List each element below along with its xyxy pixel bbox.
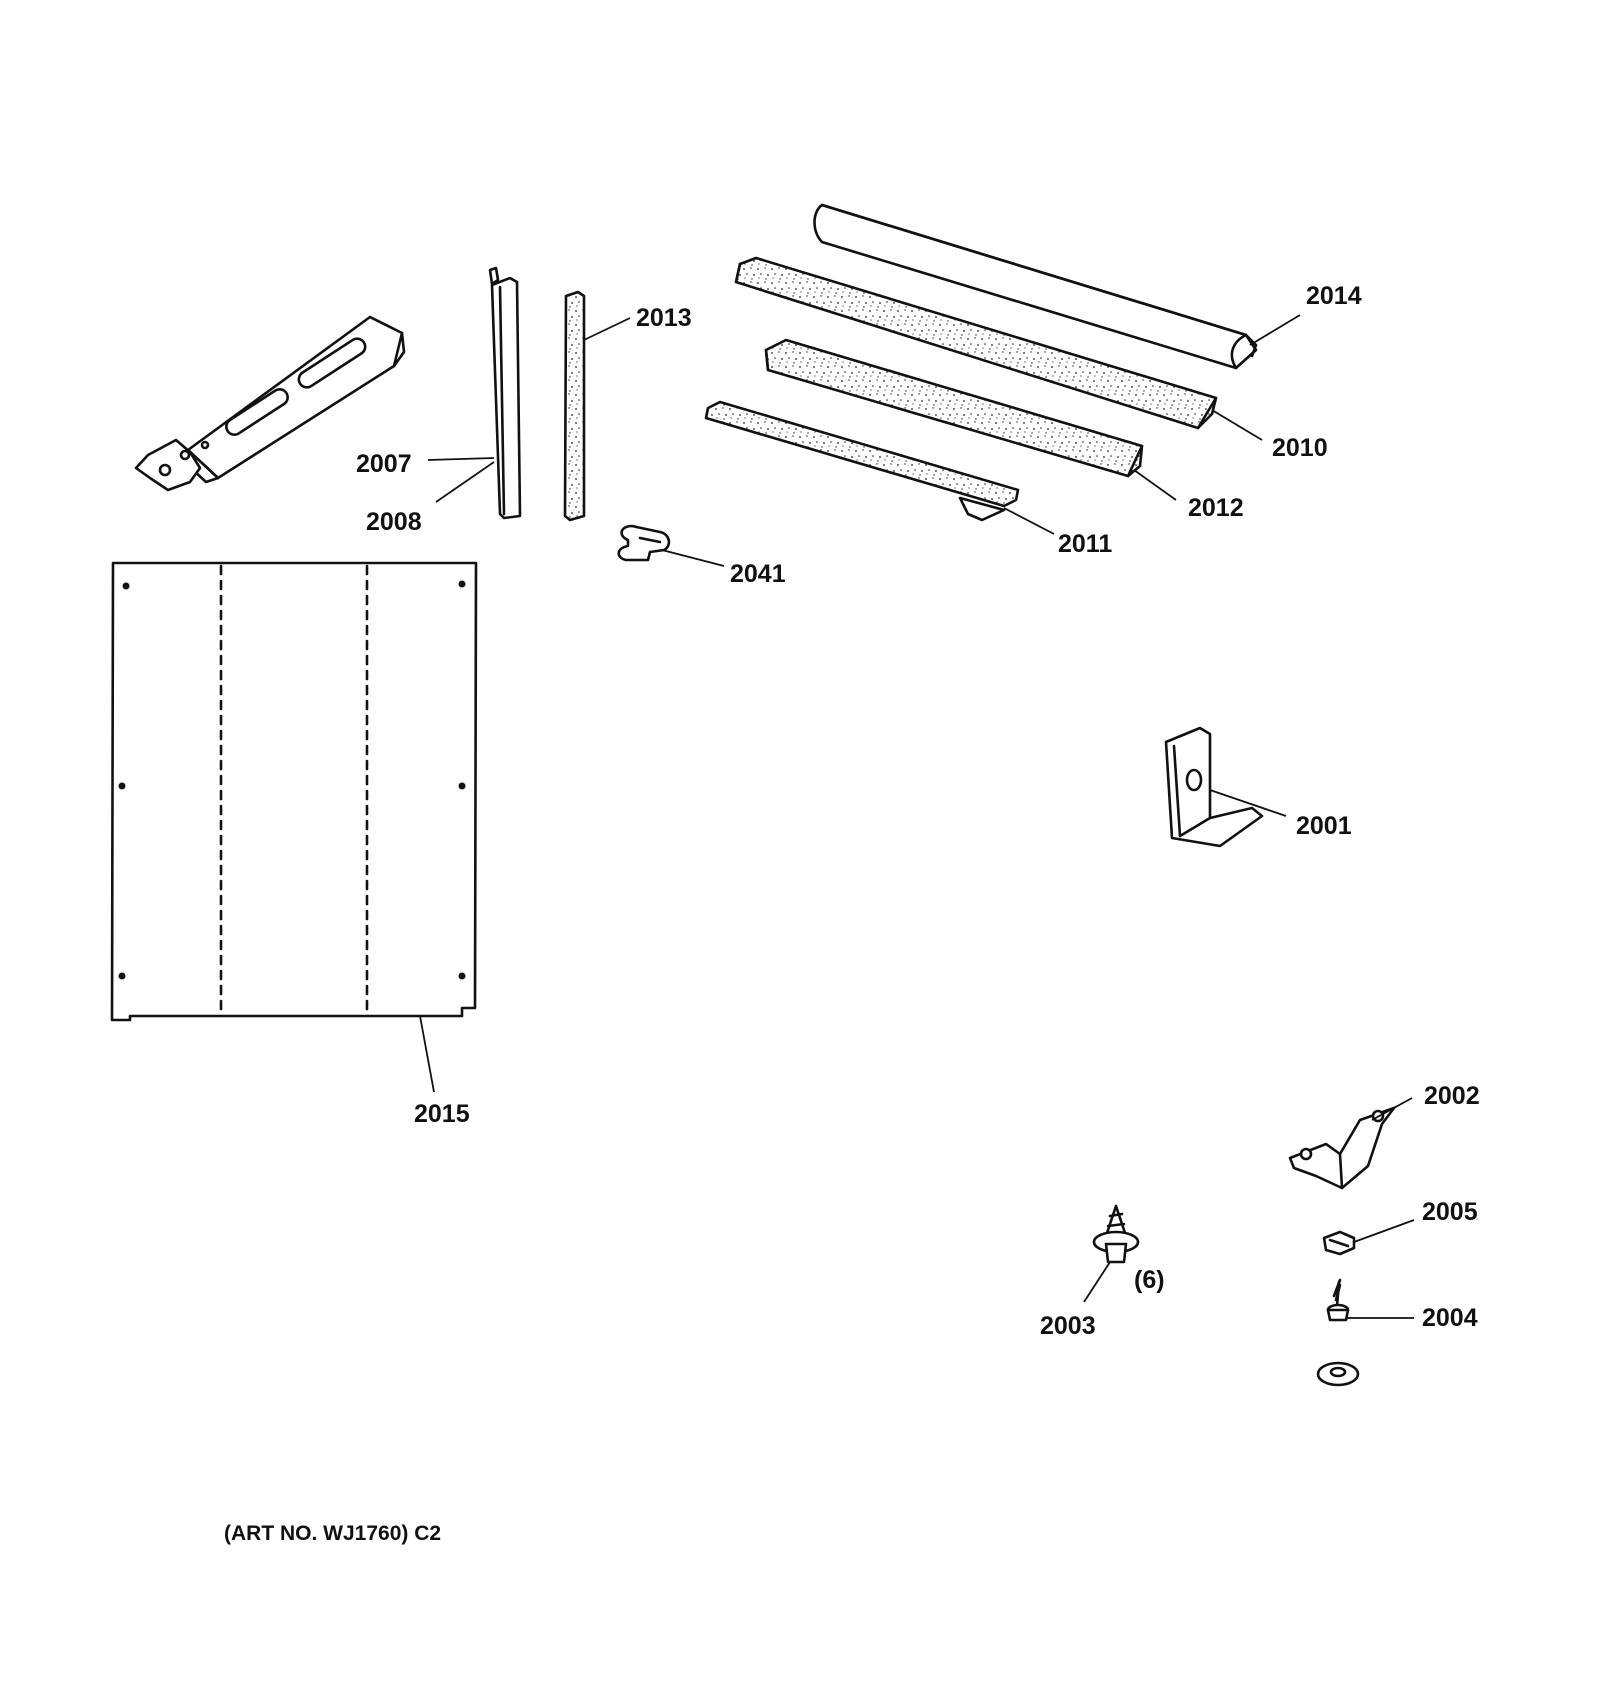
callout-2041: 2041 <box>730 560 786 588</box>
foam-strip-2012 <box>764 338 1144 478</box>
hex-nut <box>1322 1230 1356 1256</box>
side-channel-strip <box>488 266 522 520</box>
callout-2003: 2003 <box>1040 1312 1096 1340</box>
side-foam-strip <box>563 290 586 522</box>
art-number: (ART NO. WJ1760) C2 <box>224 1522 441 1545</box>
flat-washer <box>1316 1361 1360 1387</box>
screw <box>1092 1204 1140 1264</box>
callout-2014: 2014 <box>1306 282 1362 310</box>
callout-2015: 2015 <box>414 1100 470 1128</box>
strap-bracket <box>1288 1106 1396 1190</box>
callout-2002: 2002 <box>1424 1082 1480 1110</box>
callout-2012: 2012 <box>1188 494 1244 522</box>
retaining-clip <box>617 524 671 562</box>
top-channel <box>813 203 1258 370</box>
foam-strip-2011 <box>704 400 1020 522</box>
callout-2008: 2008 <box>366 508 422 536</box>
callout-2004: 2004 <box>1422 1304 1478 1332</box>
small-screw <box>1326 1278 1350 1322</box>
quantity-note: (6) <box>1134 1266 1165 1294</box>
side-panel <box>110 561 478 1022</box>
callout-2005: 2005 <box>1422 1198 1478 1226</box>
callout-2010: 2010 <box>1272 434 1328 462</box>
mounting-rail-bracket <box>134 315 406 492</box>
callout-2007: 2007 <box>356 450 412 478</box>
foam-strip-2010 <box>734 256 1218 430</box>
callout-2013: 2013 <box>636 304 692 332</box>
angle-bracket <box>1164 726 1264 848</box>
leader-lines <box>419 314 1415 1319</box>
callout-2011: 2011 <box>1058 530 1112 558</box>
callout-2001: 2001 <box>1296 812 1352 840</box>
